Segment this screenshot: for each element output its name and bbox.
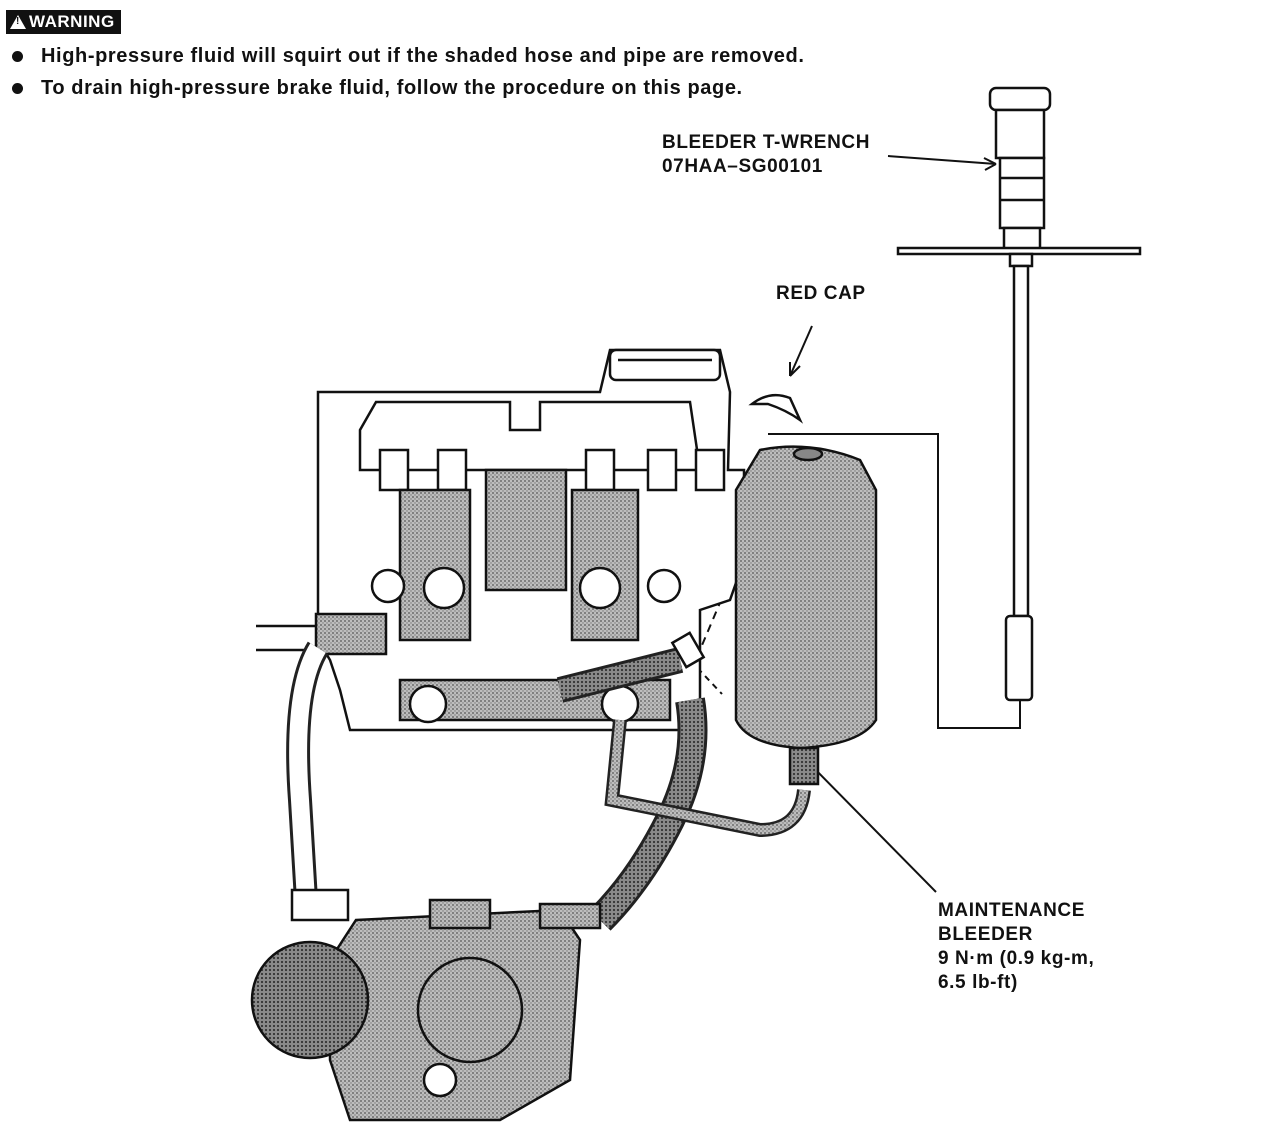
red-cap: [748, 393, 804, 424]
maintenance-bleeder-screw: [670, 631, 706, 669]
leader-lines: [689, 155, 1021, 893]
pump-motor: [250, 888, 602, 1122]
warning-item: High-pressure fluid will squirt out if t…: [12, 40, 805, 72]
warning-badge: WARNING: [6, 10, 121, 34]
modulator-unit: [316, 348, 746, 732]
red-cap-label: RED CAP: [776, 283, 866, 304]
warning-text: To drain high-pressure brake fluid, foll…: [41, 77, 743, 99]
bleeder-t-wrench: [896, 86, 1142, 702]
warning-item: To drain high-pressure brake fluid, foll…: [12, 72, 805, 104]
warning-list: High-pressure fluid will squirt out if t…: [12, 40, 805, 104]
t-wrench-name-label: BLEEDER T-WRENCH: [662, 132, 871, 153]
accumulator: [734, 445, 878, 786]
bleeder-torque-label-2: 6.5 lb-ft): [938, 972, 1018, 993]
bleeder-torque-label: 9 N·m (0.9 kg-m,: [938, 948, 1095, 969]
warning-badge-label: WARNING: [29, 12, 115, 31]
bullet-icon: [12, 50, 23, 62]
bleeder-label-line2: BLEEDER: [938, 924, 1033, 945]
bullet-icon: [12, 82, 23, 94]
bleeder-label-line1: MAINTENANCE: [938, 900, 1085, 921]
warning-triangle-icon: [10, 15, 26, 29]
t-wrench-part-label: 07HAA–SG00101: [662, 156, 823, 177]
high-pressure-hose: [256, 612, 811, 931]
warning-text: High-pressure fluid will squirt out if t…: [41, 45, 805, 67]
